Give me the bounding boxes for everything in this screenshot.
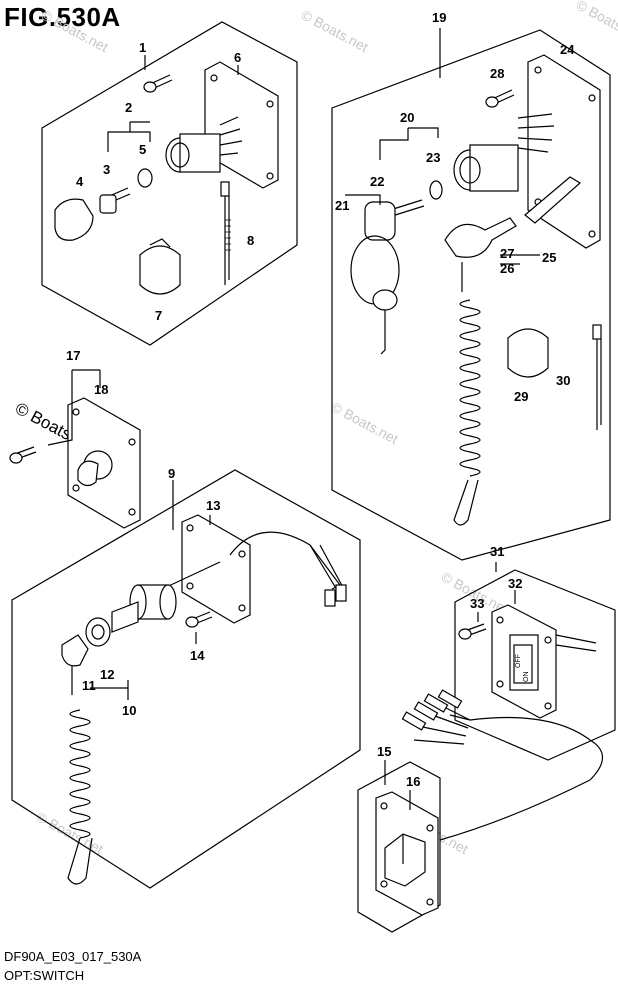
watermark-1: © Boats.net [299,7,371,56]
group-rocker-switch: OFF ON [454,562,616,761]
lanyard-coil-10 [69,709,91,839]
callout-5: 5 [139,142,146,157]
callout-23: 23 [426,150,440,165]
watermark-7: © Boats.net [574,0,618,45]
diagram-caption: OPT:SWITCH [4,968,85,983]
group-31-frame [454,569,616,761]
lanyard-coil-25 [459,299,481,477]
group-9-callouts: 9 13 14 12 11 10 [82,466,220,718]
callout-24: 24 [560,42,575,57]
cap-7 [139,245,181,295]
callout-18: 18 [94,382,108,397]
callout-29: 29 [514,389,528,404]
callout-8: 8 [247,233,254,248]
group-main-key-switch [41,21,298,346]
callout-20: 20 [400,110,414,125]
callout-28: 28 [490,66,504,81]
cap-29 [507,328,549,378]
callout-32: 32 [508,576,522,591]
plate-13 [181,514,251,624]
switch-off-label: OFF [515,654,522,668]
callout-1: 1 [139,40,146,55]
callout-22: 22 [370,174,384,189]
callout-4: 4 [76,174,84,189]
callout-30: 30 [556,373,570,388]
callout-13: 13 [206,498,220,513]
group-stop-switch [11,469,361,889]
callout-6: 6 [234,50,241,65]
group-15-callouts: 15 16 [377,744,420,789]
callout-21: 21 [335,198,349,213]
callout-19: 19 [432,10,446,25]
callout-17: 17 [66,348,80,363]
group-9-frame [11,469,361,889]
cap-4 [54,198,94,241]
callout-16: 16 [406,774,420,789]
diagram-code: DF90A_E03_017_530A [4,949,142,964]
callout-3: 3 [103,162,110,177]
switch-on-label: ON [523,672,530,683]
callout-10: 10 [122,703,136,718]
group-key-switch-lanyard [331,28,611,561]
watermark-3: © Boats.net [329,399,401,448]
callout-2: 2 [125,100,132,115]
group-1-callouts: 1 6 2 3 5 4 8 7 [76,40,254,323]
callout-33: 33 [470,596,484,611]
watermark-5: © Boats.net [34,809,106,858]
callout-31: 31 [490,544,504,559]
callout-12: 12 [100,667,114,682]
group-17-callouts: 17 18 [66,348,108,397]
callout-7: 7 [155,308,162,323]
callout-27: 27 [500,246,514,261]
group-15-frame [357,761,441,933]
group-harness-switch [357,689,604,933]
figure-title: FIG.530A [4,2,121,32]
group-19-callouts: 19 24 28 20 23 22 21 27 25 26 29 30 [335,10,575,404]
group-31-callouts: 31 32 33 [470,544,522,611]
callout-26: 26 [500,261,514,276]
group-1-frame [41,21,298,346]
callout-15: 15 [377,744,391,759]
callout-25: 25 [542,250,556,265]
watermark-2: © Boats.net [39,7,111,56]
group-switch-plate-17 [9,369,141,529]
callout-9: 9 [168,466,175,481]
group-19-frame [331,29,611,561]
callout-14: 14 [190,648,205,663]
callout-11: 11 [82,678,96,693]
